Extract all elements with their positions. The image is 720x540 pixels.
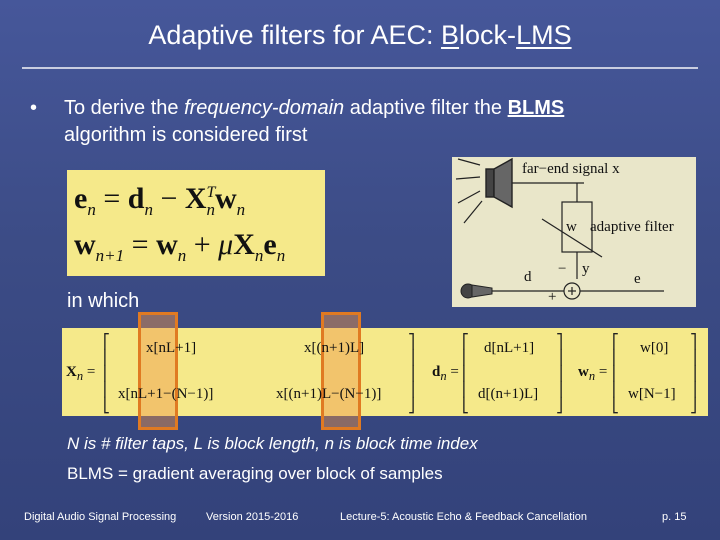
bullet-text: To derive the frequency-domain adaptive … bbox=[64, 97, 565, 146]
w-left-bracket: ⎡ ⎢ ⎢ ⎢ ⎣ bbox=[612, 334, 619, 414]
error-equation: en = dn − XTnwn bbox=[74, 182, 246, 219]
matrix-definitions bbox=[62, 328, 708, 416]
e-label: e bbox=[634, 271, 641, 287]
aec-block-diagram: far−end signal x w adaptive filter d − y… bbox=[452, 157, 696, 307]
dn-label: dn = bbox=[432, 364, 459, 383]
summing-node bbox=[563, 282, 581, 300]
diagram-graphics bbox=[455, 157, 664, 300]
column-highlight-first bbox=[138, 312, 178, 430]
x-top-right: x[(n+1)L] bbox=[304, 340, 365, 356]
d-label: d bbox=[524, 269, 532, 285]
wn-label: wn = bbox=[578, 364, 608, 383]
x-bottom-left: x[nL+1−(N−1)] bbox=[118, 386, 214, 402]
right-bracket: ⎤ ⎥ ⎥ ⎥ ⎦ bbox=[408, 334, 415, 414]
adaptive-filter-label: adaptive filter bbox=[590, 219, 674, 235]
blms-equations: en = dn − XTnwn wn+1 = wn + μXnen bbox=[67, 170, 325, 276]
bullet-point: • To derive the frequency-domain adaptiv… bbox=[30, 95, 690, 149]
minus-label: − bbox=[558, 261, 567, 277]
note-variables: N is # filter taps, L is block length, n… bbox=[67, 434, 478, 453]
far-end-label: far−end signal x bbox=[522, 161, 620, 177]
x-top-left: x[nL+1] bbox=[146, 340, 197, 356]
left-bracket: ⎡ ⎢ ⎢ ⎢ ⎣ bbox=[103, 334, 110, 414]
column-highlight-last bbox=[321, 312, 361, 430]
x-bottom-right: x[(n+1)L−(N−1)] bbox=[276, 386, 382, 402]
bullet-icon: • bbox=[30, 97, 38, 119]
w-top: w[0] bbox=[640, 340, 669, 356]
footer-version: Version 2015-2016 bbox=[206, 511, 299, 523]
y-label: y bbox=[582, 261, 590, 277]
sound-waves-icon bbox=[455, 158, 483, 224]
footer-page-number: p. 15 bbox=[662, 511, 687, 523]
w-bottom: w[N−1] bbox=[628, 386, 676, 402]
title-divider bbox=[22, 67, 698, 69]
update-equation: wn+1 = wn + μXnen bbox=[74, 228, 286, 265]
slide-title: Adaptive filters for AEC: Block-LMS bbox=[148, 20, 572, 50]
d-right-bracket: ⎤ ⎥ ⎥ ⎥ ⎦ bbox=[556, 334, 563, 414]
filter-w-label: w bbox=[566, 219, 577, 235]
footer-lecture: Lecture-5: Acoustic Echo & Feedback Canc… bbox=[340, 511, 588, 523]
d-top: d[nL+1] bbox=[484, 340, 535, 356]
microphone-icon bbox=[460, 283, 493, 299]
Xn-label: Xn = bbox=[66, 364, 96, 383]
footer-course: Digital Audio Signal Processing bbox=[24, 511, 177, 523]
d-bottom: d[(n+1)L] bbox=[478, 386, 539, 402]
w-right-bracket: ⎤ ⎥ ⎥ ⎥ ⎦ bbox=[690, 334, 697, 414]
plus-label: + bbox=[548, 289, 557, 305]
d-left-bracket: ⎡ ⎢ ⎢ ⎢ ⎣ bbox=[462, 334, 469, 414]
signal-lines bbox=[492, 182, 664, 292]
in-which-label: in which bbox=[67, 290, 140, 312]
loudspeaker-icon bbox=[485, 157, 513, 209]
note-gradient: BLMS = gradient averaging over block of … bbox=[67, 464, 443, 483]
